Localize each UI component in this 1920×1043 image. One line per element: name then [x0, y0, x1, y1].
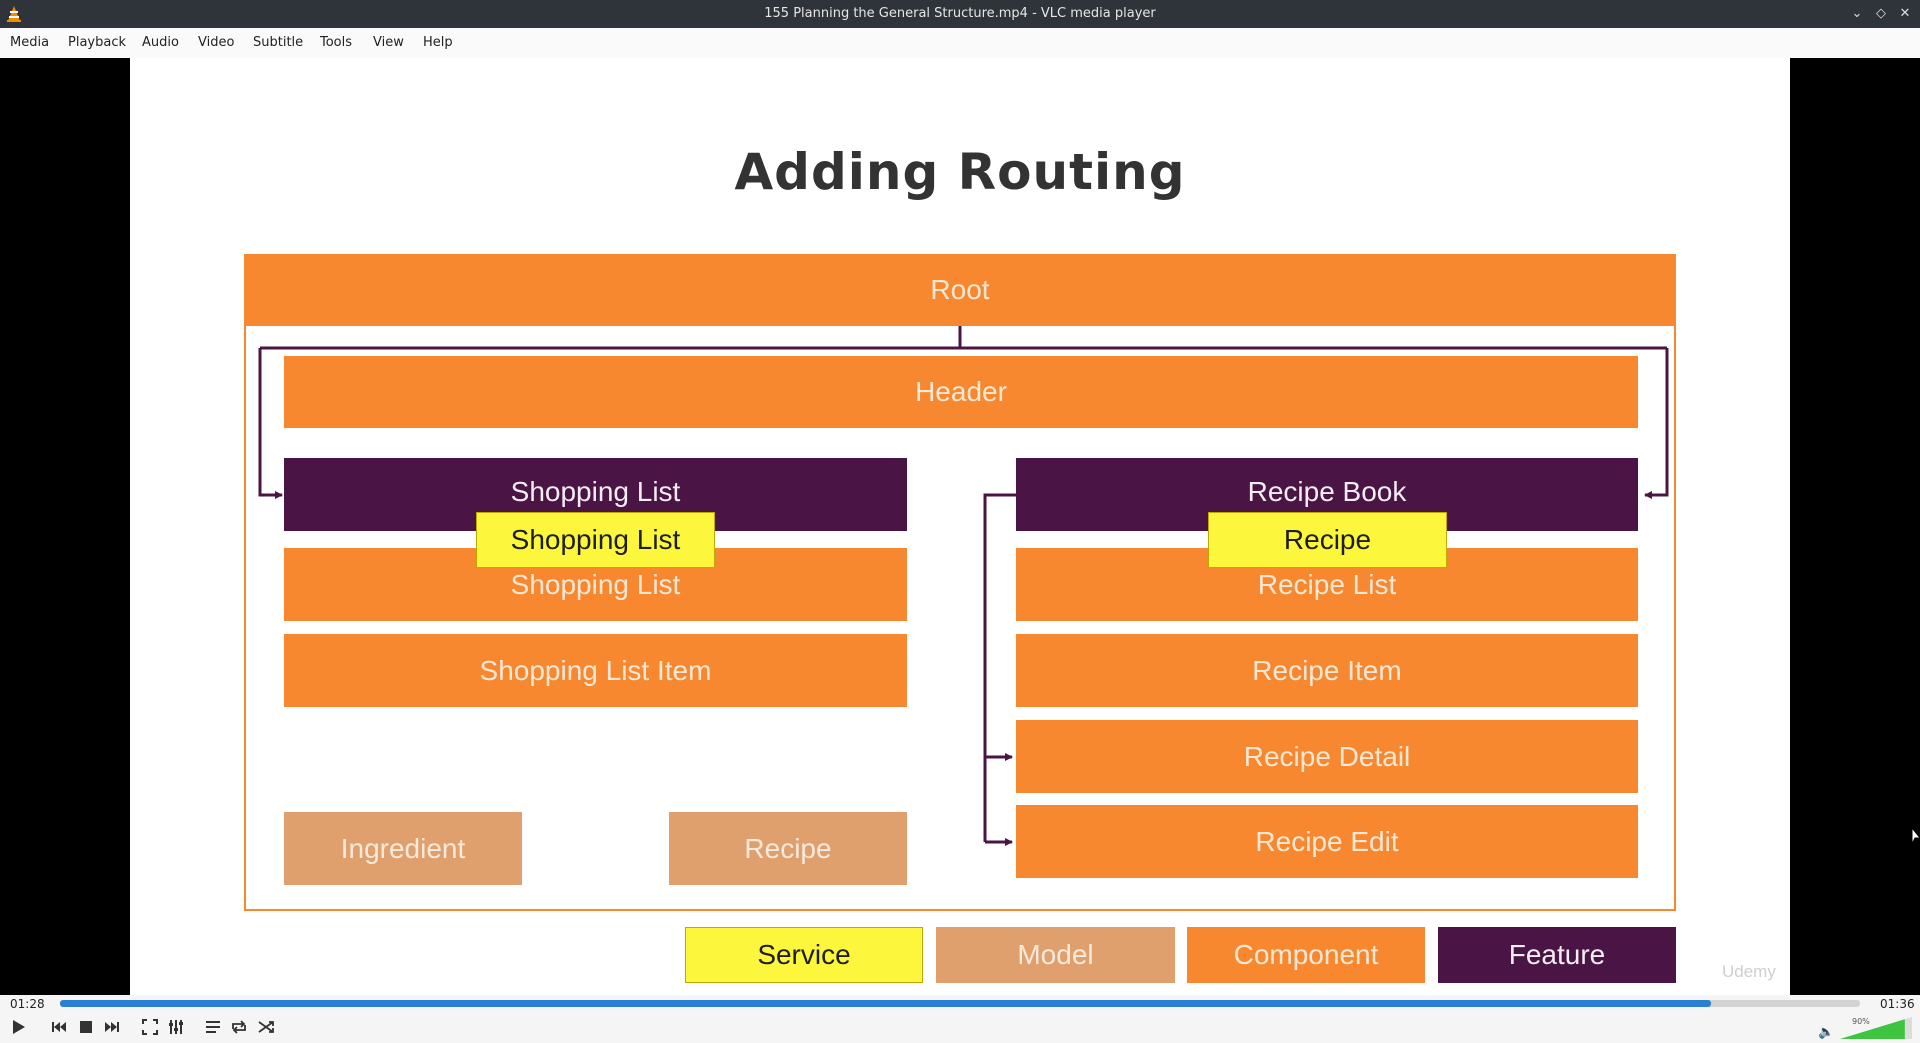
- header-box: Header: [284, 356, 1638, 428]
- previous-button[interactable]: [47, 1015, 71, 1039]
- stop-button[interactable]: [74, 1015, 98, 1039]
- connector-lines: [258, 326, 1669, 846]
- fullscreen-button[interactable]: [138, 1015, 162, 1039]
- play-icon: [13, 1020, 25, 1034]
- shuffle-button[interactable]: [254, 1015, 278, 1039]
- menu-help[interactable]: Help: [423, 35, 453, 50]
- recipe-model-box: Recipe: [669, 812, 907, 885]
- menu-bar: Media Playback Audio Video Subtitle Tool…: [0, 28, 1920, 59]
- playlist-icon: [206, 1021, 220, 1033]
- recipe-edit-box: Recipe Edit: [1016, 805, 1638, 878]
- shopping-list-service-box: Shopping List: [476, 512, 715, 568]
- legend-model: Model: [936, 927, 1175, 983]
- play-button[interactable]: [6, 1015, 30, 1039]
- playlist-button[interactable]: [201, 1015, 225, 1039]
- seek-progress: [60, 1000, 1711, 1007]
- title-bar: 155 Planning the General Structure.mp4 -…: [0, 0, 1920, 28]
- root-box: Root: [244, 254, 1676, 326]
- volume-slider[interactable]: [1840, 1017, 1912, 1039]
- volume-label: 90%: [1852, 1017, 1870, 1026]
- equalizer-icon: [169, 1020, 183, 1034]
- speaker-icon[interactable]: 🔈: [1818, 1025, 1835, 1040]
- minimize-icon[interactable]: ⌄: [1851, 6, 1863, 21]
- maximize-icon[interactable]: ◇: [1876, 6, 1886, 21]
- next-button[interactable]: [100, 1015, 124, 1039]
- legend-service: Service: [685, 927, 923, 983]
- next-icon: [105, 1022, 119, 1032]
- menu-playback[interactable]: Playback: [68, 35, 127, 50]
- loop-button[interactable]: [227, 1015, 251, 1039]
- legend-component: Component: [1187, 927, 1425, 983]
- window-title: 155 Planning the General Structure.mp4 -…: [764, 6, 1156, 21]
- menu-audio[interactable]: Audio: [142, 35, 179, 50]
- controls-bar: 01:28 01:36 🔈 90%: [0, 995, 1920, 1043]
- close-icon[interactable]: ✕: [1899, 6, 1911, 21]
- vlc-cone-icon: [7, 6, 21, 22]
- previous-icon: [52, 1022, 66, 1032]
- menu-subtitle[interactable]: Subtitle: [253, 35, 304, 50]
- total-time: 01:36: [1880, 997, 1915, 1011]
- recipe-service-box: Recipe: [1208, 512, 1447, 568]
- loop-icon: [232, 1020, 246, 1034]
- stop-icon: [80, 1021, 92, 1033]
- mouse-cursor-icon: [1912, 828, 1920, 845]
- elapsed-time: 01:28: [10, 997, 45, 1011]
- seek-slider[interactable]: [60, 1000, 1860, 1007]
- menu-video[interactable]: Video: [198, 35, 235, 50]
- extended-settings-button[interactable]: [164, 1015, 188, 1039]
- slide-frame: Adding Routing Root Header Shopping List…: [130, 58, 1790, 995]
- menu-tools[interactable]: Tools: [320, 35, 353, 50]
- menu-view[interactable]: View: [373, 35, 404, 50]
- recipe-detail-box: Recipe Detail: [1016, 720, 1638, 793]
- menu-media[interactable]: Media: [10, 35, 50, 50]
- slide-title: Adding Routing: [734, 143, 1186, 201]
- volume-level: [1840, 1019, 1905, 1039]
- ingredient-model-box: Ingredient: [284, 812, 522, 885]
- shuffle-icon: [258, 1021, 274, 1033]
- video-area[interactable]: Adding Routing Root Header Shopping List…: [0, 58, 1920, 995]
- fullscreen-icon: [142, 1019, 158, 1035]
- recipe-list-box: Recipe List: [1016, 548, 1638, 621]
- legend-feature: Feature: [1438, 927, 1676, 983]
- udemy-watermark: Udemy: [1722, 962, 1776, 981]
- recipe-item-box: Recipe Item: [1016, 634, 1638, 707]
- shopping-list-item-box: Shopping List Item: [284, 634, 907, 707]
